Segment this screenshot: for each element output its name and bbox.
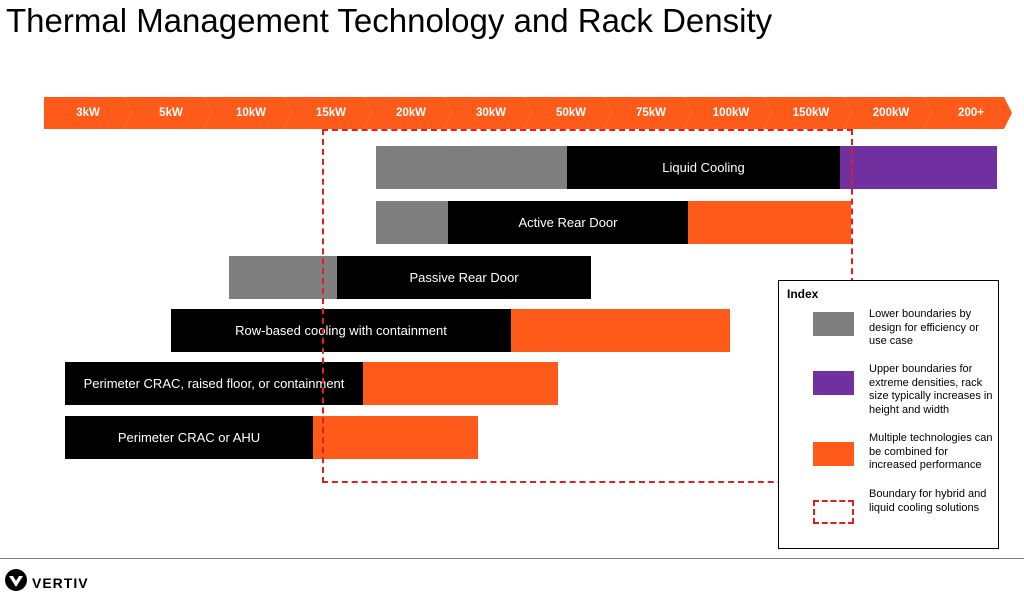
legend-text: Upper boundaries for extreme densities, …	[869, 363, 993, 416]
bar-perimeter-crac-ahu: Perimeter CRAC or AHU	[65, 416, 478, 459]
bar-label: Liquid Cooling	[662, 160, 745, 175]
scale-step: 3kW	[44, 97, 132, 129]
legend-swatch-orange	[813, 442, 854, 466]
hybrid-liquid-cooling-boundary	[322, 129, 853, 483]
scale-step: 50kW	[524, 97, 612, 129]
legend-text: Lower boundaries by design for efficienc…	[869, 308, 979, 347]
index-title: Index	[787, 287, 819, 301]
legend-swatch-dashed-boundary	[813, 500, 854, 524]
bar-label: Perimeter CRAC, raised floor, or contain…	[83, 376, 345, 391]
lower-boundary-segment	[376, 146, 567, 189]
scale-step: 150kW	[764, 97, 852, 129]
logo-text: VERTIV	[32, 574, 89, 591]
lower-boundary-segment	[376, 201, 448, 244]
rack-density-scale: 3kW 5kW 10kW 15kW 20kW 30kW 50kW 75kW 10…	[44, 97, 1012, 129]
legend-text: Boundary for hybrid and liquid cooling s…	[869, 488, 987, 514]
core-range-segment	[65, 416, 313, 459]
combined-technology-segment	[363, 362, 558, 405]
vertiv-logo-icon	[4, 568, 28, 597]
vertiv-logo: VERTIV	[4, 568, 89, 597]
scale-step: 15kW	[284, 97, 372, 129]
scale-step: 100kW	[684, 97, 772, 129]
scale-step: 200kW	[844, 97, 932, 129]
scale-step: 10kW	[204, 97, 292, 129]
bar-label: Row-based cooling with containment	[235, 323, 447, 338]
combined-technology-segment	[511, 309, 730, 352]
index-legend: Index Lower boundaries by design for eff…	[778, 280, 999, 549]
bar-label: Active Rear Door	[518, 215, 618, 230]
scale-step: 200+	[924, 97, 1012, 129]
bar-active-rear-door: Active Rear Door	[376, 201, 851, 244]
core-range-segment	[448, 201, 688, 244]
combined-technology-segment	[688, 201, 851, 244]
core-range-segment	[337, 256, 591, 299]
footer-divider	[0, 558, 1024, 559]
legend-swatch-purple	[813, 371, 854, 395]
bar-perimeter-crac-raised-floor: Perimeter CRAC, raised floor, or contain…	[65, 362, 558, 405]
combined-technology-segment	[313, 416, 478, 459]
bar-liquid-cooling: Liquid Cooling	[376, 146, 997, 189]
legend-text: Multiple technologies can be combined fo…	[869, 432, 993, 471]
core-range-segment	[567, 146, 840, 189]
page-title: Thermal Management Technology and Rack D…	[6, 2, 773, 39]
bar-label: Perimeter CRAC or AHU	[117, 430, 261, 445]
scale-step: 20kW	[364, 97, 452, 129]
upper-boundary-segment	[840, 146, 997, 189]
scale-step: 30kW	[444, 97, 532, 129]
lower-boundary-segment	[229, 256, 337, 299]
bar-passive-rear-door: Passive Rear Door	[229, 256, 591, 299]
legend-swatch-gray	[813, 312, 854, 336]
bar-row-based-cooling: Row-based cooling with containment	[171, 309, 730, 352]
scale-step: 75kW	[604, 97, 692, 129]
core-range-segment	[171, 309, 511, 352]
bar-label: Passive Rear Door	[409, 270, 519, 285]
scale-step: 5kW	[124, 97, 212, 129]
core-range-segment	[65, 362, 363, 405]
